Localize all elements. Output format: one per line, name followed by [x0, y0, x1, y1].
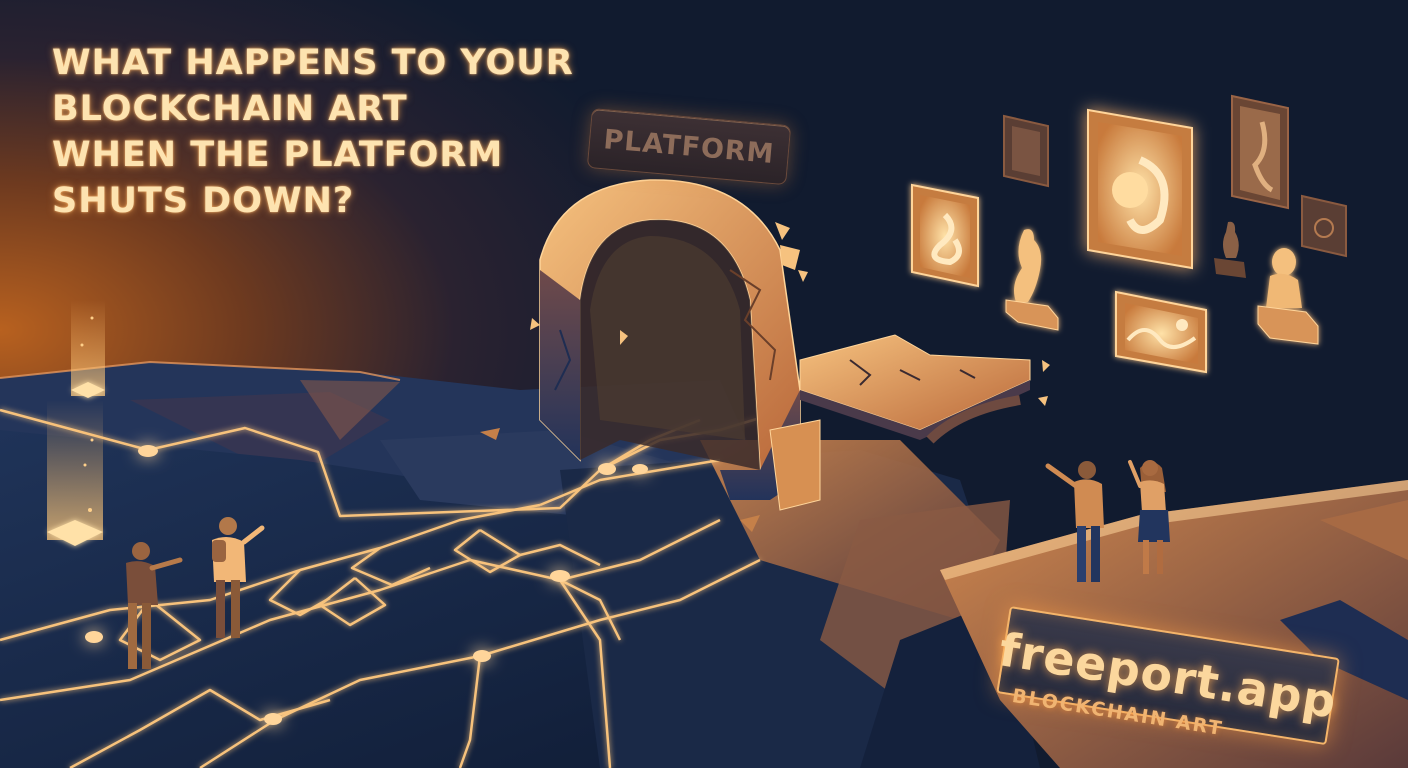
person-pointing-left — [126, 542, 183, 669]
artwork-frame-tall — [1231, 94, 1289, 210]
man-pointing — [1045, 461, 1104, 582]
sculpture-small-dim — [1214, 221, 1246, 278]
light-pillars — [47, 300, 105, 546]
artwork-frame-small-dim — [1003, 114, 1049, 188]
person-with-backpack — [212, 517, 265, 638]
sculpture-left — [1005, 229, 1059, 331]
platform-sign-label: PLATFORM — [602, 123, 776, 170]
floating-gallery — [911, 94, 1347, 374]
people-left — [126, 517, 265, 669]
circuit-nodes — [85, 445, 648, 725]
artwork-frame-left — [911, 183, 979, 288]
headline-line-2: BLOCKCHAIN ART — [52, 89, 408, 129]
headline-line-3: WHEN THE PLATFORM — [52, 135, 504, 175]
people-right — [1045, 460, 1170, 582]
headline-line-4: SHUTS DOWN? — [52, 181, 355, 221]
woman-waving — [1128, 460, 1170, 574]
sculpture-bust — [1257, 248, 1319, 345]
broken-bridge — [799, 334, 1050, 444]
headline: WHAT HAPPENS TO YOUR BLOCKCHAIN ART WHEN… — [52, 40, 574, 224]
headline-line-1: WHAT HAPPENS TO YOUR — [52, 43, 574, 83]
artwork-frame-tiny — [1301, 194, 1347, 258]
artwork-frame-large — [1087, 108, 1193, 270]
crumbling-arch — [480, 179, 821, 532]
artwork-frame-landscape — [1115, 290, 1207, 374]
